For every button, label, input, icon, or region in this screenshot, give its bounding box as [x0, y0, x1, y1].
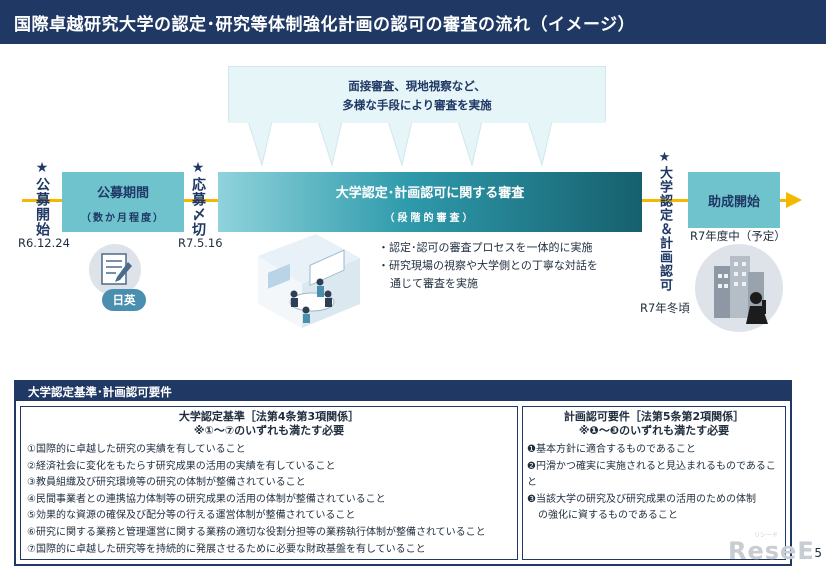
plan-item: ❸当該大学の研究及び研究成果の活用のための体制	[527, 493, 756, 505]
plan-title: 計画認可要件［法第5条第2項関係］	[563, 410, 745, 423]
milestone-approval: ★大学認定＆計画認可	[657, 150, 672, 292]
application-period-box: 公募期間 （数か月程度）	[62, 172, 184, 232]
criteria-list: ①国際的に卓越した研究の実績を有していること ②経済社会に変化をもたらす研究成果…	[21, 442, 517, 558]
brand-subtitle: リシード	[754, 532, 779, 539]
criteria-item: ②経済社会に変化をもたらす研究成果の活用の実績を有していること	[27, 460, 336, 472]
timeline-arrow-icon	[786, 192, 802, 208]
page-title: 国際卓越研究大学の認定･研究等体制強化計画の認可の審査の流れ（イメージ）	[0, 0, 826, 44]
brand-logo: ReseE	[728, 537, 815, 565]
requirements-header: 大学認定基準･計画認可要件	[16, 382, 790, 401]
approval-date: R7年冬頃	[640, 301, 690, 315]
criteria-item: ⑦国際的に卓越した研究等を持続的に発展させるために必要な財政基盤を有していること	[27, 543, 426, 555]
bullet-item: 通じて審査を実施	[390, 277, 478, 290]
university-criteria-box: 大学認定基準［法第4条第3項関係］ ※①～⑦のいずれも満たす必要 ①国際的に卓越…	[20, 406, 518, 560]
plan-item: ❷円滑かつ確実に実施されると見込まれるものであること	[527, 460, 776, 489]
milestone-deadline: ★応募〆切	[190, 160, 206, 237]
criteria-item: ⑤効果的な資源の確保及び配分等の行える運営体制が整備されていること	[27, 510, 356, 522]
review-title: 大学認定･計画認可に関する審査	[335, 186, 525, 201]
language-badge: 日英	[102, 289, 146, 311]
criteria-item: ⑥研究に関する業務と管理運営に関する業務の適切な役割分担等の業務執行体制が整備さ…	[27, 526, 486, 538]
bubble-tails	[228, 121, 606, 167]
plan-approval-box: 計画認可要件［法第5条第2項関係］ ※❶～❸のいずれも満たす必要 ❶基本方針に適…	[522, 406, 786, 560]
review-process-bullets: ・認定･認可の審査プロセスを一体的に実施 ・研究現場の視察や大学側との丁寧な対話…	[378, 239, 598, 293]
criteria-title: 大学認定基準［法第4条第3項関係］	[178, 410, 360, 423]
bubble-line-1: 面接審査、現地視察など、	[348, 79, 486, 93]
criteria-item: ④民間事業者との連携協力体制等の研究成果の活用の体制が整備されていること	[27, 493, 386, 505]
plan-list: ❶基本方針に適合するものであること ❷円滑かつ確実に実施されると見込まれるもので…	[523, 442, 785, 525]
criteria-item: ③教員組織及び研究環境等の研究の体制が整備されていること	[27, 477, 306, 489]
page-number: 5	[814, 546, 822, 560]
document-pen-icon	[89, 244, 141, 296]
plan-item: の強化に資するものであること	[538, 510, 678, 521]
review-sub: （段階的審査）	[384, 213, 476, 224]
research-building-icon	[695, 244, 783, 332]
deadline-date: R7.5.16	[178, 236, 223, 250]
criteria-subtitle: ※①～⑦のいずれも満たす必要	[193, 424, 345, 437]
criteria-item: ①国際的に卓越した研究の実績を有していること	[27, 444, 246, 455]
grant-start-box: 助成開始	[688, 172, 780, 228]
start-date: R6.12.24	[18, 236, 70, 250]
period-sub: （数か月程度）	[81, 213, 165, 224]
bullet-item: ・認定･認可の審査プロセスを一体的に実施	[378, 241, 593, 254]
plan-subtitle: ※❶～❸のいずれも満たす必要	[578, 424, 730, 437]
bullet-item: ・研究現場の視察や大学側との丁寧な対話を	[378, 259, 598, 272]
milestone-start: ★公募開始	[34, 160, 50, 237]
review-box: 大学認定･計画認可に関する審査 （段階的審査）	[218, 172, 642, 232]
period-title: 公募期間	[96, 186, 149, 201]
plan-item: ❶基本方針に適合するものであること	[527, 444, 696, 455]
review-method-bubble: 面接審査、現地視察など、 多様な手段により審査を実施	[228, 66, 606, 122]
meeting-illustration-icon	[258, 234, 360, 328]
grant-title: 助成開始	[707, 195, 760, 210]
bubble-line-2: 多様な手段により審査を実施	[342, 98, 492, 112]
requirements-panel: 大学認定基準･計画認可要件 大学認定基準［法第4条第3項関係］ ※①～⑦のいずれ…	[14, 380, 792, 566]
grant-date: R7年度中（予定）	[690, 229, 786, 243]
